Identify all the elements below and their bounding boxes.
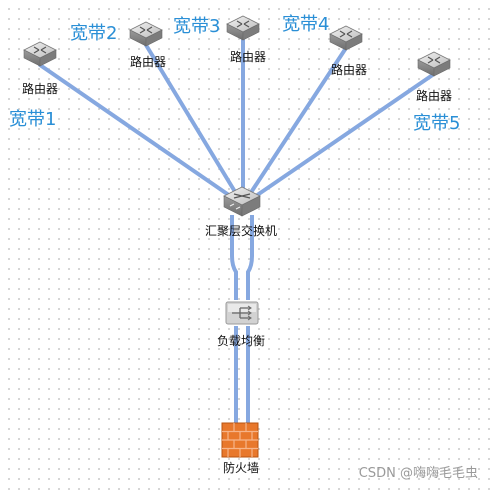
router-2-label: 路由器 (129, 55, 167, 69)
router-1-icon[interactable] (23, 41, 57, 67)
links (38, 38, 436, 424)
link-switch-lb-a (230, 215, 238, 300)
bandwidth-4-label: 宽带4 (282, 14, 330, 35)
load-balancer-icon[interactable] (225, 301, 259, 325)
router-2-icon[interactable] (129, 21, 163, 47)
switch-label: 汇聚层交换机 (204, 224, 278, 238)
bandwidth-3-label: 宽带3 (173, 16, 221, 37)
bandwidth-5-label: 宽带5 (413, 113, 461, 134)
link-router-5 (248, 72, 436, 202)
router-3-icon[interactable] (226, 15, 260, 41)
link-router-1 (38, 63, 238, 202)
router-1-label: 路由器 (21, 82, 59, 96)
firewall-icon[interactable] (221, 422, 259, 458)
aggregation-switch-icon[interactable] (223, 186, 261, 217)
load-balancer-label: 负载均衡 (216, 334, 266, 348)
bandwidth-1-label: 宽带1 (9, 109, 57, 130)
router-3-label: 路由器 (229, 50, 267, 64)
link-router-4 (244, 46, 348, 202)
router-4-label: 路由器 (330, 63, 368, 77)
firewall-label: 防火墙 (222, 461, 260, 475)
bandwidth-2-label: 宽带2 (70, 23, 118, 44)
router-5-icon[interactable] (417, 51, 451, 77)
link-switch-lb-b (246, 215, 254, 300)
router-4-icon[interactable] (329, 25, 363, 51)
router-5-label: 路由器 (415, 89, 453, 103)
link-router-2 (144, 43, 242, 202)
watermark: CSDN @嗨嗨毛毛虫 (358, 466, 478, 481)
